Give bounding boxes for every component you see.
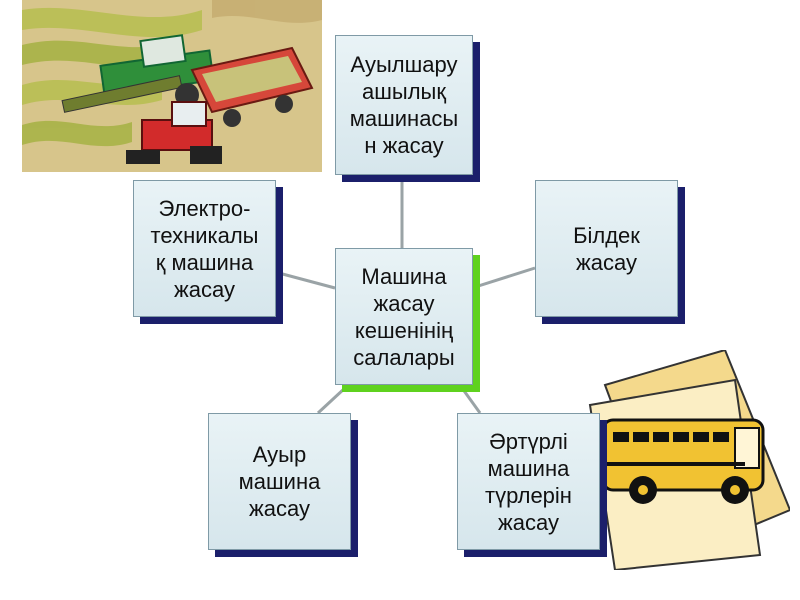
connector-left [274, 270, 336, 290]
connector-bottom-left [316, 386, 347, 415]
connector-right [471, 266, 536, 290]
node-right: Білдек жасау [535, 180, 678, 317]
connector-bottom-right [460, 387, 482, 414]
farm-harvester-clipart [22, 0, 322, 172]
node-top: Ауылшару ашылық машинасы н жасау [335, 35, 473, 175]
node-bottom-right: Әртүрлі машина түрлерін жасау [457, 413, 600, 550]
node-center: Машина жасау кешенінің салалары [335, 248, 473, 385]
node-left: Электро- техникалы қ машина жасау [133, 180, 276, 317]
school-bus-clipart [588, 350, 790, 570]
node-bottom-left: Ауыр машина жасау [208, 413, 351, 550]
